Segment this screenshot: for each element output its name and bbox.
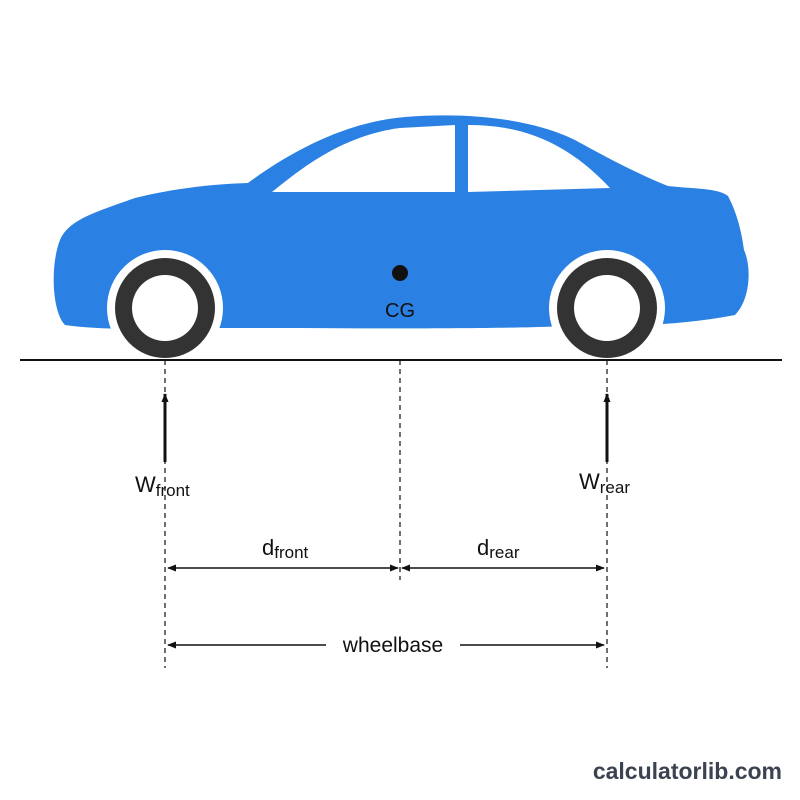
rear-wheel bbox=[549, 250, 665, 366]
rear-window bbox=[468, 125, 610, 192]
cg-dot bbox=[392, 265, 408, 281]
front-wheel bbox=[107, 250, 223, 366]
d-front-label: dfront bbox=[262, 535, 309, 562]
d-rear-label: drear bbox=[477, 535, 520, 562]
w-rear-label: Wrear bbox=[579, 469, 630, 497]
car-illustration: CG bbox=[53, 115, 749, 366]
w-front-label: Wfront bbox=[135, 472, 190, 500]
wheelbase-label: wheelbase bbox=[342, 634, 443, 657]
front-window bbox=[272, 125, 455, 192]
cg-label: CG bbox=[385, 300, 415, 322]
brand-footer: calculatorlib.com bbox=[593, 758, 782, 784]
